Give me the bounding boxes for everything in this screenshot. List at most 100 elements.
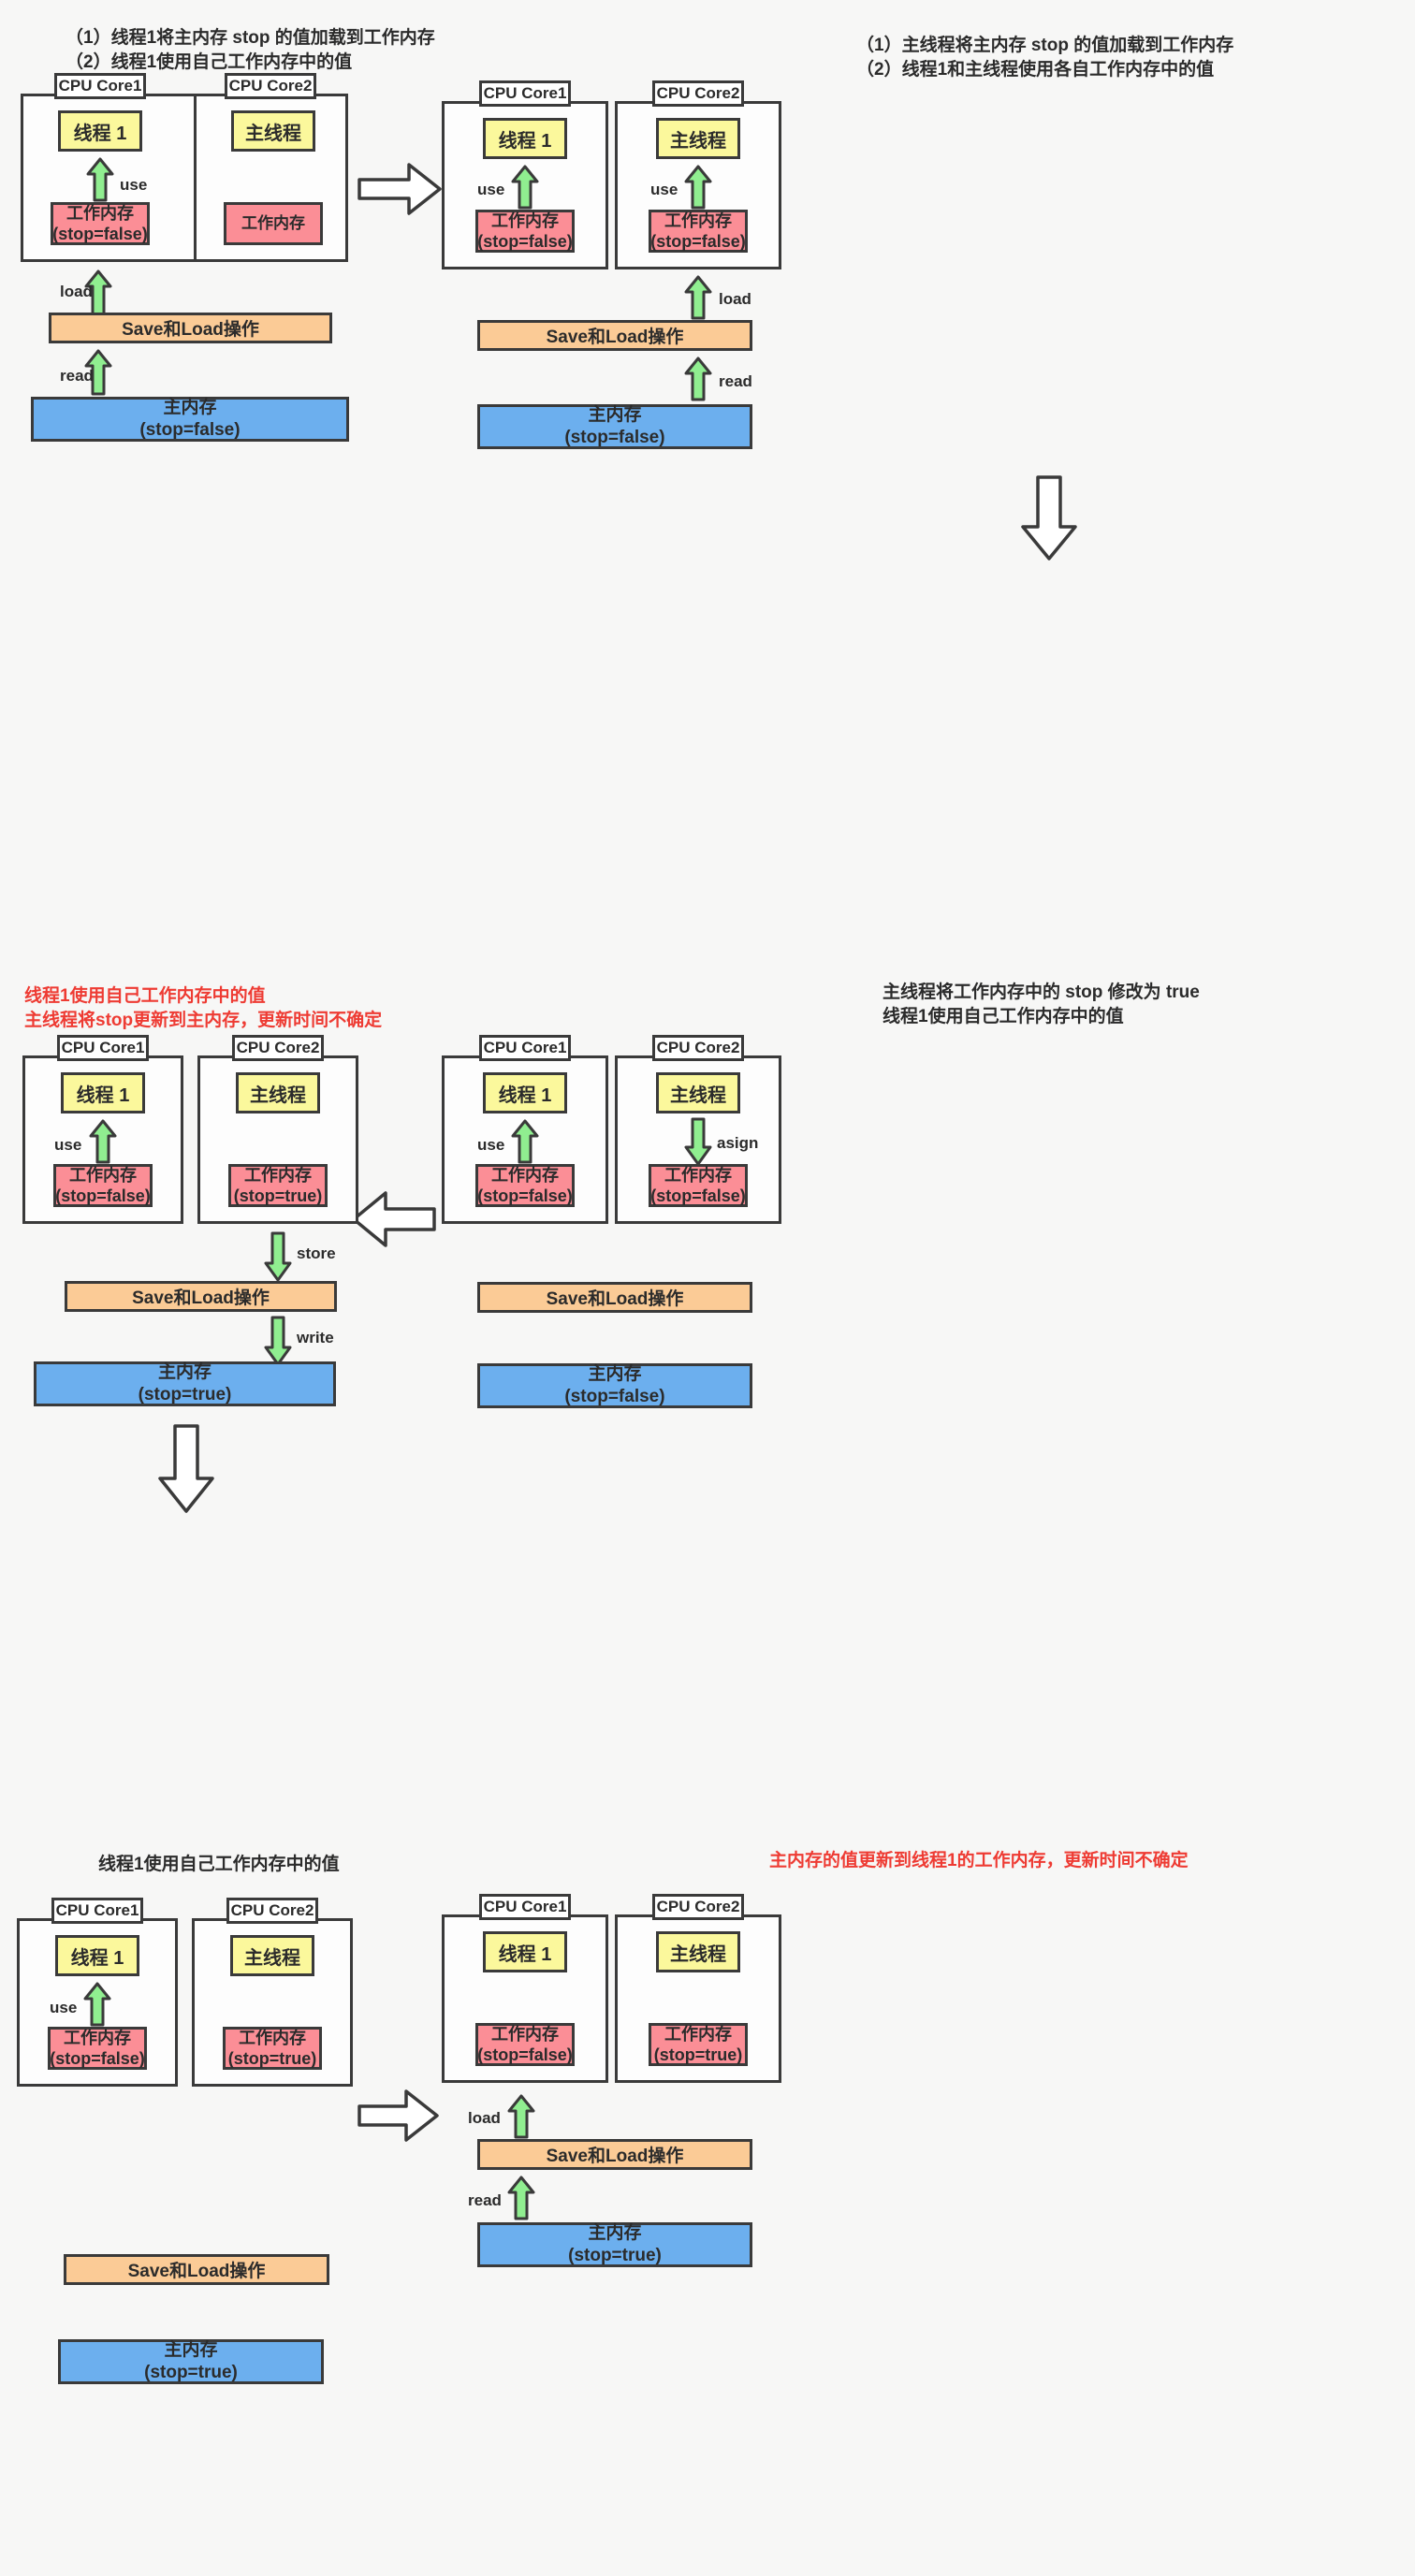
panel-3-core1-working-memory: 工作内存 (stop=false) [475, 1164, 575, 1207]
panel-5: 线程1使用自己工作内存中的值 CPU Core1 线程 1 use 工作内存 (… [0, 1834, 693, 2576]
panel-1-core2-working-memory: 工作内存 [224, 202, 323, 245]
panel-1-read-label: read [60, 367, 94, 385]
panel-3-core1-label: CPU Core1 [479, 1035, 571, 1061]
wm-title: 工作内存 [664, 2024, 732, 2044]
panel-2-core2-use-label: use [650, 181, 678, 198]
main-memory-title: 主内存 [588, 2223, 642, 2244]
panel-4-core1-use-arrow [89, 1119, 117, 1164]
panel-2-core1-working-memory: 工作内存 (stop=false) [475, 210, 575, 253]
wm-title: 工作内存 [66, 203, 134, 223]
wm-stop: (stop=true) [227, 2049, 317, 2068]
main-memory-stop: (stop=true) [138, 1385, 232, 1404]
panel-4-core1-thread: 线程 1 [61, 1072, 145, 1113]
panel-1-core1-label: CPU Core1 [54, 73, 146, 99]
panel-3-core2-asign-arrow [684, 1117, 712, 1166]
panel-5-core2-label: CPU Core2 [226, 1898, 318, 1924]
wm-stop: (stop=false) [52, 225, 148, 243]
connector-p2-to-p3 [1020, 475, 1078, 561]
main-memory-title: 主内存 [164, 2340, 218, 2361]
panel-2-caption-line-2: （2）线程1和主线程使用各自工作内存中的值 [856, 60, 1215, 80]
panel-5-core2-working-memory: 工作内存 (stop=true) [223, 2027, 322, 2070]
panel-6-main-memory-bar: 主内存 (stop=true) [477, 2222, 752, 2267]
wm-stop: (stop=false) [477, 2045, 573, 2064]
panel-3-core2-working-memory: 工作内存 (stop=false) [649, 1164, 748, 1207]
panel-2-core2-thread: 主线程 [656, 118, 740, 159]
wm-stop: (stop=true) [233, 1186, 323, 1205]
panel-2-caption-line-1: （1）主线程将主内存 stop 的值加载到工作内存 [856, 36, 1234, 55]
panel-5-caption-line-1: 线程1使用自己工作内存中的值 [98, 1855, 340, 1874]
main-memory-stop: (stop=true) [144, 2363, 238, 2382]
wm-title: 工作内存 [69, 1165, 137, 1185]
main-memory-title: 主内存 [163, 398, 217, 418]
connector-p3-to-p4 [351, 1190, 437, 1248]
wm-stop: (stop=false) [55, 1186, 151, 1205]
panel-2-core1-label: CPU Core1 [479, 80, 571, 107]
panel-1-core2-label: CPU Core2 [225, 73, 316, 99]
wm-title: 工作内存 [241, 214, 305, 233]
panel-6-core2-thread: 主线程 [656, 1931, 740, 1972]
panel-2-main-memory-bar: 主内存 (stop=false) [477, 404, 752, 449]
panel-2-core2-working-memory: 工作内存 (stop=false) [649, 210, 748, 253]
panel-4-write-label: write [297, 1329, 334, 1346]
panel-4-write-arrow [264, 1316, 292, 1366]
main-memory-stop: (stop=false) [564, 1387, 665, 1406]
panel-6-core1-working-memory: 工作内存 (stop=false) [475, 2023, 575, 2066]
panel-2-read-label: read [719, 372, 752, 390]
panel-2-read-arrow [684, 357, 712, 401]
panel-3-core1-thread: 线程 1 [483, 1072, 567, 1113]
panel-4-core2-working-memory: 工作内存 (stop=true) [228, 1164, 328, 1207]
panel-6: 主内存的值更新到线程1的工作内存，更新时间不确定 CPU Core1 线程 1 … [430, 1834, 1415, 2576]
panel-2-save-load-bar: Save和Load操作 [477, 320, 752, 351]
panel-1-core1-working-memory: 工作内存 (stop=false) [51, 202, 150, 245]
panel-5-core1-label: CPU Core1 [51, 1898, 143, 1924]
panel-1-caption-line-2: （2）线程1使用自己工作内存中的值 [66, 52, 353, 72]
panel-3-caption-line-1: 主线程将工作内存中的 stop 修改为 true [883, 982, 1200, 1002]
main-memory-title: 主内存 [157, 1362, 212, 1383]
panel-3-core2-asign-label: asign [717, 1134, 759, 1152]
panel-1-save-load-bar: Save和Load操作 [49, 313, 332, 343]
panel-3-save-load-bar: Save和Load操作 [477, 1282, 752, 1313]
wm-title: 工作内存 [244, 1165, 312, 1185]
panel-6-read-label: read [468, 2191, 502, 2209]
panel-6-caption-line-1: 主内存的值更新到线程1的工作内存，更新时间不确定 [769, 1851, 1189, 1870]
panel-2-core1-use-label: use [477, 181, 505, 198]
panel-6-read-arrow [507, 2176, 535, 2220]
panel-6-load-label: load [468, 2109, 501, 2127]
panel-5-main-memory-bar: 主内存 (stop=true) [58, 2339, 324, 2384]
wm-stop: (stop=true) [653, 2045, 743, 2064]
panel-5-core1-working-memory: 工作内存 (stop=false) [48, 2027, 147, 2070]
panel-1-core1-use-label: use [120, 176, 148, 194]
panel-6-core2-label: CPU Core2 [652, 1894, 744, 1920]
panel-4-core2-thread: 主线程 [236, 1072, 320, 1113]
main-memory-title: 主内存 [588, 1364, 642, 1385]
panel-4-store-arrow [264, 1231, 292, 1282]
panel-2-core1-use-arrow [511, 165, 539, 210]
panel-4-save-load-bar: Save和Load操作 [65, 1281, 337, 1312]
panel-3-core2-thread: 主线程 [656, 1072, 740, 1113]
panel-3-core2-label: CPU Core2 [652, 1035, 744, 1061]
panel-4-core2-label: CPU Core2 [232, 1035, 324, 1061]
wm-title: 工作内存 [664, 1165, 732, 1185]
wm-stop: (stop=false) [650, 1186, 746, 1205]
panel-5-core2-thread: 主线程 [230, 1935, 314, 1976]
panel-2-core2-use-arrow [684, 165, 712, 210]
wm-title: 工作内存 [239, 2028, 306, 2047]
panel-1-caption-line-1: （1）线程1将主内存 stop 的值加载到工作内存 [66, 28, 435, 48]
panel-2-load-label: load [719, 290, 751, 308]
wm-stop: (stop=false) [650, 232, 746, 251]
panel-5-core1-use-arrow [83, 1982, 111, 2027]
wm-stop: (stop=false) [477, 232, 573, 251]
panel-1: （1）线程1将主内存 stop 的值加载到工作内存 （2）线程1使用自己工作内存… [0, 0, 693, 487]
wm-title: 工作内存 [664, 211, 732, 230]
wm-title: 工作内存 [491, 2024, 559, 2044]
panel-3-caption-line-2: 线程1使用自己工作内存中的值 [883, 1007, 1124, 1026]
connector-p4-to-p5 [157, 1424, 215, 1514]
panel-3-main-memory-bar: 主内存 (stop=false) [477, 1363, 752, 1408]
panel-1-core1-use-arrow [86, 157, 114, 202]
panel-3-core1-use-arrow [511, 1119, 539, 1164]
main-memory-stop: (stop=false) [139, 420, 241, 440]
panel-6-core1-label: CPU Core1 [479, 1894, 571, 1920]
panel-4: 线程1使用自己工作内存中的值 主线程将stop更新到主内存，更新时间不确定 CP… [0, 964, 693, 1544]
panel-4-main-memory-bar: 主内存 (stop=true) [34, 1361, 336, 1406]
panel-1-read-arrow [84, 349, 112, 396]
